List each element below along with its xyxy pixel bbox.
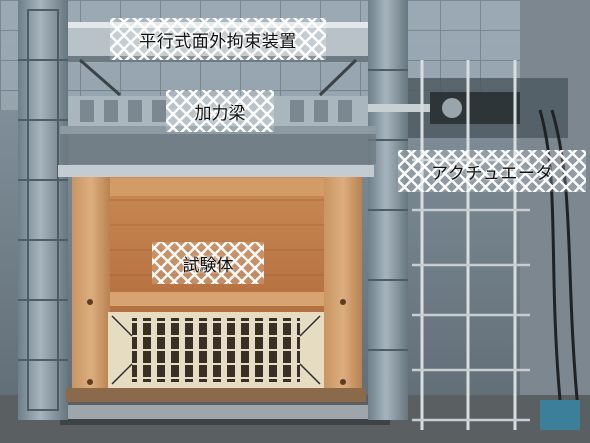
specimen-right-post [324, 177, 362, 392]
label-specimen: 試験体 [152, 242, 264, 284]
actuator-joint [442, 98, 462, 118]
lattice-corner-braces [111, 315, 321, 385]
left-column-web [27, 9, 59, 411]
specimen-top-plate [58, 165, 374, 177]
specimen-sill [66, 388, 366, 402]
specimen-left-post [72, 177, 110, 392]
right-wall [520, 0, 590, 443]
floor-equipment [540, 400, 580, 430]
beam-connector-zone [60, 134, 376, 164]
left-column-stiffeners [18, 59, 68, 361]
label-restraint-device: 平行式面外拘束装置 [110, 18, 326, 60]
left-steel-column [18, 0, 68, 420]
loading-beam-ribs [80, 100, 352, 122]
hydraulic-hoses [538, 109, 580, 411]
bolt-heads [87, 299, 346, 385]
specimen-mid-rail [108, 292, 328, 306]
base-rail-shadow [60, 419, 390, 425]
base-rail [60, 405, 390, 419]
label-actuator: アクチュエータ [398, 150, 586, 192]
label-loading-beam: 加力梁 [166, 90, 274, 132]
actuator-rod [368, 104, 430, 112]
restraint-braces [79, 58, 358, 97]
specimen-top-rail [108, 178, 328, 196]
scaffold-verticals [420, 60, 517, 430]
lattice-grid [132, 318, 300, 382]
